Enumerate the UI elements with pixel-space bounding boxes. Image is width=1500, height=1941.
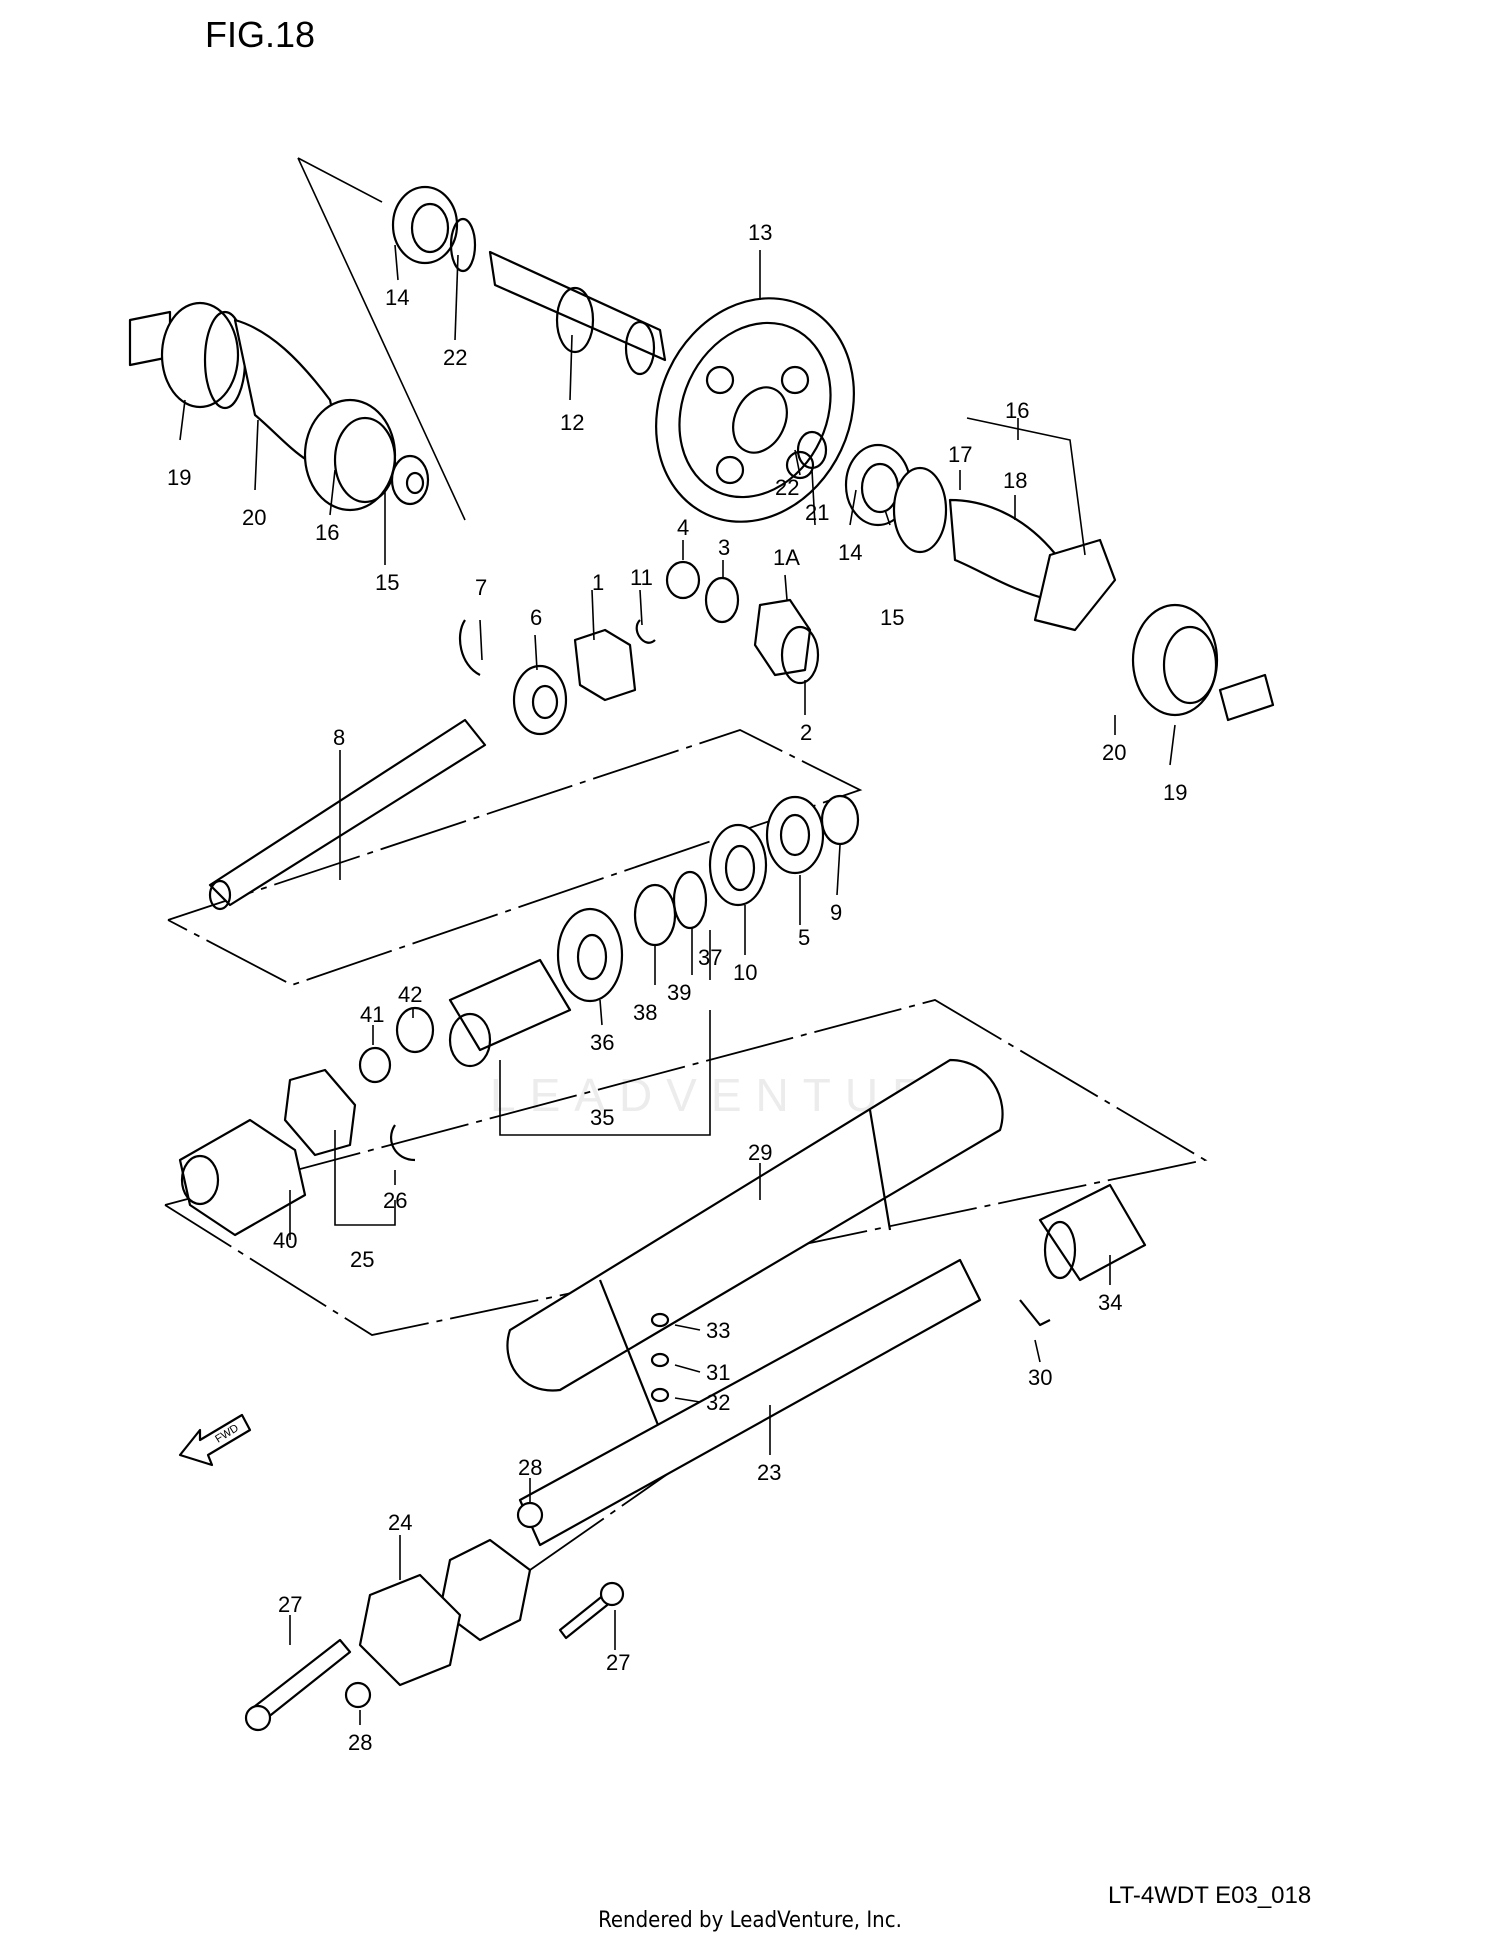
callout-22-upper: 22 xyxy=(443,345,467,370)
callout-15-right: 15 xyxy=(880,605,904,630)
callout-33: 33 xyxy=(706,1318,730,1343)
universal-joint xyxy=(178,1006,435,1237)
callout-24: 24 xyxy=(388,1510,412,1535)
left-output-shaft xyxy=(128,301,430,512)
callout-21: 21 xyxy=(805,500,829,525)
propeller-shaft-cover xyxy=(506,1058,1051,1547)
callout-4: 4 xyxy=(677,515,689,540)
callout-13: 13 xyxy=(748,220,772,245)
callout-39: 39 xyxy=(667,980,691,1005)
drawing-code: LT-4WDT E03_018 xyxy=(1108,1882,1312,1909)
ring-gear xyxy=(655,297,855,523)
callout-7: 7 xyxy=(475,575,487,600)
callout-41: 41 xyxy=(360,1002,384,1027)
callout-16-right: 16 xyxy=(1005,398,1029,423)
callout-25: 25 xyxy=(350,1247,374,1272)
callout-16-left: 16 xyxy=(315,520,339,545)
callout-9: 9 xyxy=(830,900,842,925)
right-output-shaft xyxy=(844,443,1275,722)
callout-3: 3 xyxy=(718,535,730,560)
rubber-boot xyxy=(1038,1183,1147,1282)
callout-32: 32 xyxy=(706,1390,730,1415)
front-yoke-assembly xyxy=(244,1501,625,1732)
callout-11: 11 xyxy=(630,565,653,590)
callout-35: 35 xyxy=(590,1105,614,1130)
callout-40: 40 xyxy=(273,1228,297,1253)
callout-20-right: 20 xyxy=(1102,740,1126,765)
callout-1a: 1A xyxy=(773,545,800,570)
callout-27-right: 27 xyxy=(606,1650,630,1675)
callout-19-right: 19 xyxy=(1163,780,1187,805)
callout-37: 37 xyxy=(698,945,722,970)
callout-28-lower: 28 xyxy=(348,1730,372,1755)
callout-34: 34 xyxy=(1098,1290,1122,1315)
callout-17: 17 xyxy=(948,442,972,467)
callout-23: 23 xyxy=(757,1460,781,1485)
callout-8: 8 xyxy=(333,725,345,750)
differential-gears xyxy=(458,560,820,736)
callout-42: 42 xyxy=(398,982,422,1007)
upper-pinion-shaft xyxy=(391,185,667,376)
callout-30: 30 xyxy=(1028,1365,1052,1390)
callout-26: 26 xyxy=(383,1188,407,1213)
yoke-seal-stack xyxy=(448,794,860,1068)
render-credit: Rendered by LeadVenture, Inc. xyxy=(598,1908,902,1933)
callout-15-left: 15 xyxy=(375,570,399,595)
callout-14-right: 14 xyxy=(838,540,862,565)
callout-20-left: 20 xyxy=(242,505,266,530)
long-shaft xyxy=(208,718,487,911)
forward-direction-arrow: FWD xyxy=(178,1413,252,1467)
callout-labels: 1 1A 2 3 4 5 6 7 8 9 10 11 12 13 14 14 1… xyxy=(167,220,1187,1755)
callout-10: 10 xyxy=(733,960,757,985)
callout-1: 1 xyxy=(592,570,604,595)
callout-19-left: 19 xyxy=(167,465,191,490)
callout-38: 38 xyxy=(633,1000,657,1025)
callout-29: 29 xyxy=(748,1140,772,1165)
callout-2: 2 xyxy=(800,720,812,745)
callout-31: 31 xyxy=(706,1360,730,1385)
callout-22-right: 22 xyxy=(775,475,799,500)
callout-36: 36 xyxy=(590,1030,614,1055)
callout-18: 18 xyxy=(1003,468,1027,493)
figure-title: FIG.18 xyxy=(205,14,316,55)
callout-27-left: 27 xyxy=(278,1592,302,1617)
callout-14-upper: 14 xyxy=(385,285,409,310)
callout-5: 5 xyxy=(798,925,810,950)
callout-12: 12 xyxy=(560,410,584,435)
callout-28-upper: 28 xyxy=(518,1455,542,1480)
callout-6: 6 xyxy=(530,605,542,630)
leader-lines xyxy=(179,244,1176,1725)
